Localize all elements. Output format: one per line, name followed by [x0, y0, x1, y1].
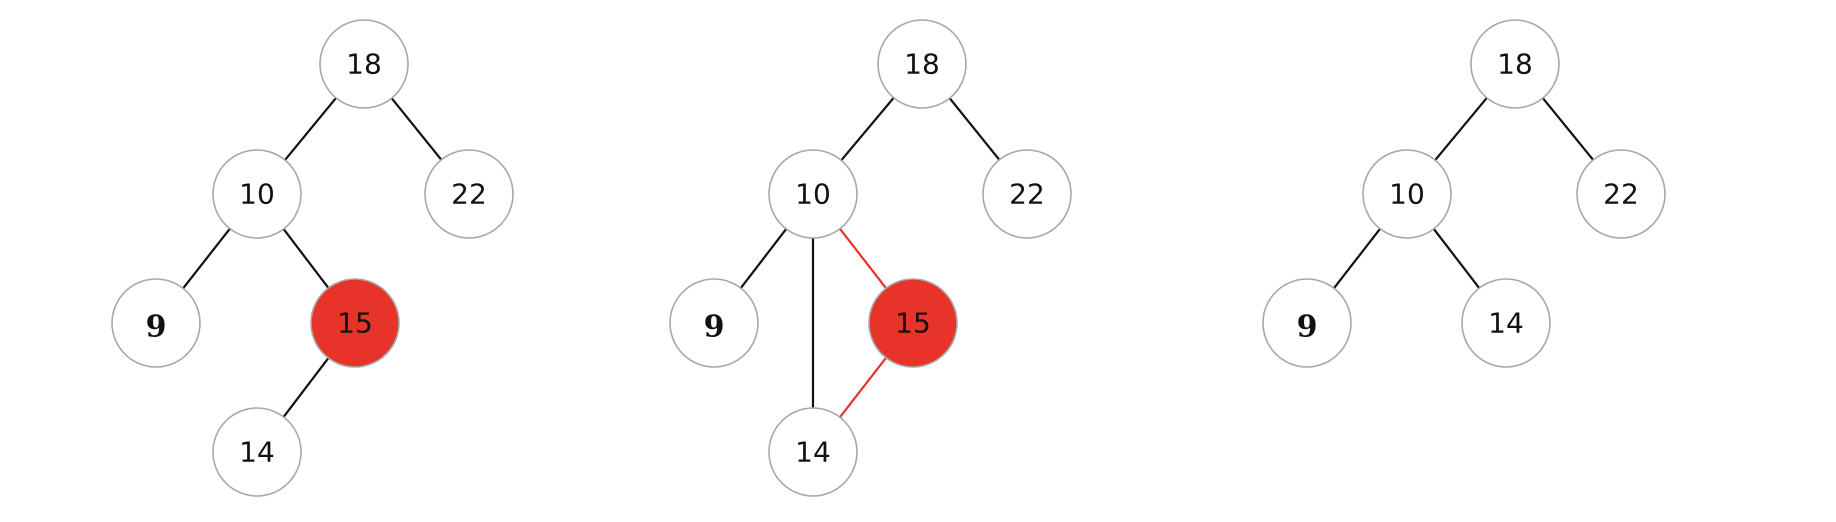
edge-18-10: [1434, 97, 1488, 161]
node-circle: [310, 278, 400, 368]
tree-relinking: 18 10 22 9 15 14: [669, 19, 1072, 497]
node-label: 15: [337, 307, 373, 340]
tree-after: 18 10 22 9 14: [1262, 19, 1666, 368]
edge-10-9: [182, 227, 231, 290]
edge-18-22: [390, 97, 443, 161]
node-label: 15: [895, 307, 931, 340]
edge-18-10: [284, 97, 337, 161]
node-22: 22: [424, 149, 514, 239]
node-circle: [669, 278, 759, 368]
edge-18-22: [948, 97, 1001, 161]
edge-10-9: [739, 228, 788, 289]
edge-18-22: [1541, 97, 1595, 161]
node-circle: [868, 278, 958, 368]
edge-15-14-highlighted: [839, 357, 887, 418]
node-label: 22: [1603, 178, 1639, 211]
node-label: 9: [1297, 310, 1318, 345]
node-label: 9: [704, 310, 725, 345]
node-circle: [1461, 278, 1551, 368]
node-label: 10: [795, 178, 831, 211]
node-label: 18: [904, 48, 940, 81]
node-10: 10: [768, 149, 858, 239]
node-label: 14: [1488, 307, 1524, 340]
node-circle: [982, 149, 1072, 239]
node-10: 10: [212, 149, 302, 239]
node-circle: [424, 149, 514, 239]
node-14: 14: [768, 407, 858, 497]
node-label: 9: [146, 310, 167, 345]
node-9: 9: [111, 278, 201, 368]
node-18: 18: [1470, 19, 1560, 109]
node-circle: [1576, 149, 1666, 239]
node-label: 22: [451, 178, 487, 211]
node-circle: [111, 278, 201, 368]
edge-10-15-highlighted: [839, 228, 887, 289]
edge-10-14: [1432, 228, 1481, 289]
node-9: 9: [669, 278, 759, 368]
node-15-highlighted: 15: [868, 278, 958, 368]
node-label: 10: [1389, 178, 1425, 211]
node-circle: [212, 407, 302, 497]
node-circle: [212, 149, 302, 239]
edge-10-9: [1333, 228, 1381, 289]
node-label: 18: [1497, 48, 1533, 81]
node-circle: [768, 149, 858, 239]
node-9: 9: [1262, 278, 1352, 368]
node-circle: [1262, 278, 1352, 368]
edge-18-10: [840, 97, 895, 161]
node-label: 22: [1009, 178, 1045, 211]
node-circle: [1470, 19, 1560, 109]
node-14: 14: [212, 407, 302, 497]
node-circle: [768, 407, 858, 497]
tree-before: 18 10 22 9 15 14: [111, 19, 514, 497]
edge-15-14: [282, 357, 330, 418]
node-18: 18: [319, 19, 409, 109]
node-label: 14: [795, 436, 831, 469]
node-circle: [1362, 149, 1452, 239]
node-15-highlighted: 15: [310, 278, 400, 368]
node-22: 22: [982, 149, 1072, 239]
node-label: 10: [239, 178, 275, 211]
node-circle: [877, 19, 967, 109]
node-10: 10: [1362, 149, 1452, 239]
node-circle: [319, 19, 409, 109]
node-14: 14: [1461, 278, 1551, 368]
node-22: 22: [1576, 149, 1666, 239]
node-18: 18: [877, 19, 967, 109]
edge-10-15: [282, 228, 330, 289]
node-label: 14: [239, 436, 275, 469]
node-label: 18: [346, 48, 382, 81]
